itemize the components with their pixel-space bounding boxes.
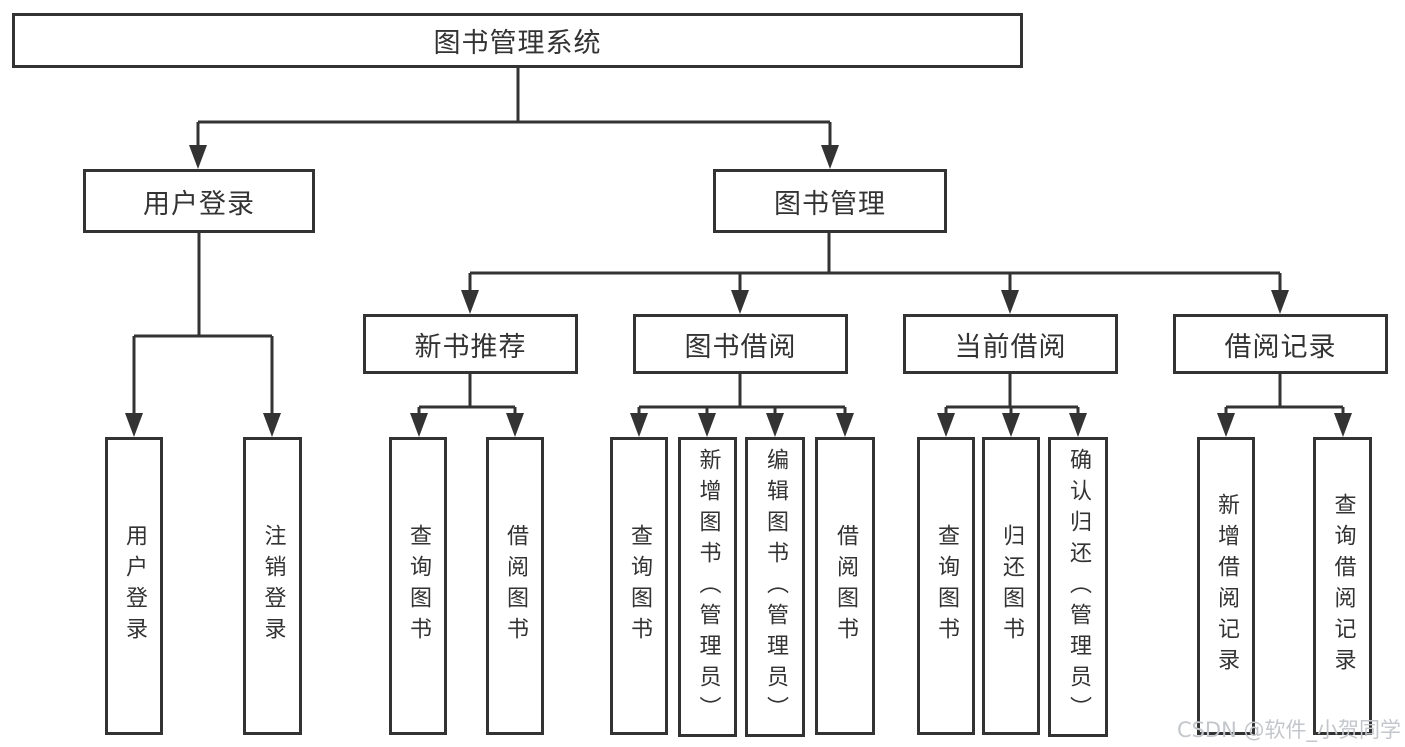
- node-new-book-recommend: 新书推荐: [363, 314, 578, 374]
- node-book-management: 图书管理: [713, 169, 947, 233]
- leaf-edit-books-admin-label: 编辑图书（管理员）: [763, 447, 788, 727]
- leaf-query-books-current-label: 查询图书: [934, 524, 959, 648]
- node-user-login-label: 用户登录: [143, 188, 255, 220]
- leaf-edit-books-admin: 编辑图书（管理员）: [745, 437, 805, 737]
- leaf-add-books-admin: 新增图书（管理员）: [678, 437, 737, 737]
- node-new-book-recommend-label: 新书推荐: [414, 331, 527, 363]
- leaf-query-books-borrow-label: 查询图书: [627, 524, 652, 648]
- node-root-label: 图书管理系统: [433, 28, 602, 59]
- leaf-return-books-label: 归还图书: [999, 524, 1024, 648]
- leaf-borrow-books-recommend-label: 借阅图书: [503, 524, 528, 648]
- leaf-query-books-recommend-label: 查询图书: [406, 524, 431, 648]
- node-user-login: 用户登录: [83, 169, 315, 233]
- leaf-return-books: 归还图书: [982, 437, 1040, 735]
- csdn-watermark: CSDN @软件_小贺同学: [1176, 718, 1401, 742]
- node-current-borrow: 当前借阅: [903, 314, 1118, 374]
- leaf-borrow-books-label: 借阅图书: [833, 524, 858, 648]
- node-book-management-label: 图书管理: [774, 188, 886, 220]
- node-book-borrow-label: 图书借阅: [684, 331, 797, 363]
- node-borrow-records: 借阅记录: [1173, 314, 1388, 374]
- arrowheads: [125, 145, 1352, 437]
- leaf-add-borrow-record-label: 新增借阅记录: [1214, 493, 1239, 679]
- leaf-query-books-current: 查询图书: [917, 437, 975, 735]
- leaf-logout-login: 注销登录: [243, 437, 302, 735]
- node-book-borrow: 图书借阅: [633, 314, 848, 374]
- leaf-query-borrow-record: 查询借阅记录: [1313, 437, 1372, 735]
- leaf-user-login: 用户登录: [105, 437, 163, 735]
- leaf-confirm-return-admin-label: 确认归还（管理员）: [1066, 447, 1091, 727]
- leaf-add-borrow-record: 新增借阅记录: [1197, 437, 1255, 735]
- leaf-borrow-books-recommend: 借阅图书: [486, 437, 544, 735]
- leaf-query-borrow-record-label: 查询借阅记录: [1330, 493, 1356, 679]
- leaf-confirm-return-admin: 确认归还（管理员）: [1048, 437, 1108, 737]
- leaf-query-books-recommend: 查询图书: [389, 437, 447, 735]
- tree-edges: [132, 68, 1345, 418]
- node-root-system: 图书管理系统: [12, 13, 1023, 68]
- leaf-borrow-books: 借阅图书: [815, 437, 875, 735]
- leaf-user-login-label: 用户登录: [122, 524, 147, 648]
- node-borrow-records-label: 借阅记录: [1224, 331, 1337, 363]
- leaf-query-books-borrow: 查询图书: [610, 437, 668, 735]
- leaf-add-books-admin-label: 新增图书（管理员）: [695, 447, 721, 727]
- node-current-borrow-label: 当前借阅: [954, 331, 1067, 363]
- leaf-logout-login-label: 注销登录: [260, 524, 286, 648]
